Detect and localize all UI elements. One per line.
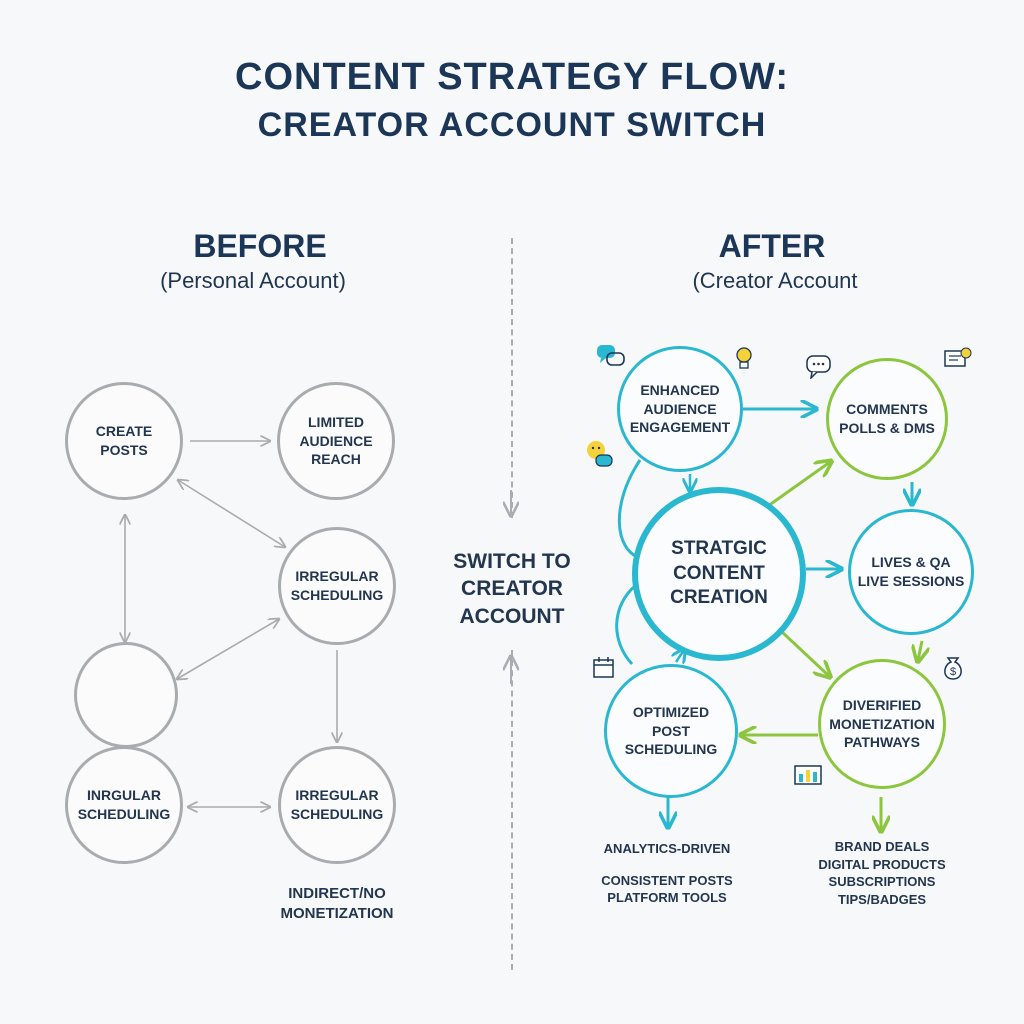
node-text: ENHANCED: [640, 381, 720, 398]
note-line: SUBSCRIPTIONS: [828, 874, 936, 890]
after-heading: AFTER: [718, 228, 826, 264]
node-lives-qa: LIVES & QA LIVE SESSIONS: [848, 509, 974, 635]
after-analytics-note: ANALYTICS-DRIVEN CONSISTENT POSTS PLATFO…: [592, 840, 742, 907]
svg-text:$: $: [950, 666, 956, 678]
node-text: CONTENT: [673, 562, 765, 584]
node-text: AUDIENCE: [643, 400, 717, 417]
node-text: SCHEDULING: [77, 806, 171, 822]
calendar-icon: [593, 657, 614, 678]
node-limited-reach: LIMITED AUDIENCE REACH: [277, 382, 395, 500]
node-text: DIVERIFIED: [842, 696, 922, 713]
title-line-1: CONTENT STRATEGY FLOW:: [235, 56, 789, 98]
node-text: STRATGIC: [671, 537, 767, 559]
note-line: INDIRECT/NO: [288, 885, 386, 902]
after-revenue-note: BRAND DEALS DIGITAL PRODUCTS SUBSCRIPTIO…: [810, 838, 954, 908]
arrow-strategic-to-monetization: [780, 630, 829, 676]
switch-line: CREATOR: [461, 577, 563, 601]
node-blank: [74, 642, 178, 748]
node-text: POLLS & DMS: [839, 420, 935, 436]
loop-engagement-left: [617, 459, 642, 560]
title-line-2: CREATOR ACCOUNT SWITCH: [257, 106, 767, 144]
node-text: OPTIMIZED: [632, 703, 710, 720]
node-text: LIVE SESSIONS: [857, 573, 965, 589]
certificate-icon: [944, 347, 972, 367]
lightbulb-icon: [736, 347, 752, 369]
node-text: IRREGULAR: [295, 787, 379, 804]
node-text: CREATION: [670, 587, 768, 609]
before-subheading: (Personal Account): [160, 268, 346, 293]
node-strategic-content: STRATGIC CONTENT CREATION: [632, 487, 806, 661]
node-text: POST SCHEDULING: [624, 722, 718, 758]
node-create-posts: CREATE POSTS: [65, 382, 183, 500]
node-irregular-scheduling-1: IRREGULAR SCHEDULING: [278, 527, 396, 645]
note-line: PLATFORM TOOLS: [607, 890, 727, 906]
switch-label: SWITCH TO CREATOR ACCOUNT: [432, 548, 592, 630]
node-enhanced-engagement: ENHANCED AUDIENCE ENGAGEMENT: [617, 346, 743, 472]
node-optimized-scheduling: OPTIMIZED POST SCHEDULING: [604, 664, 738, 798]
node-irregular-scheduling-2: INRGULAR SCHEDULING: [65, 746, 183, 864]
speech-bubble-icon: [806, 355, 831, 379]
node-text: LIMITED: [308, 413, 364, 430]
node-text: COMMENTS: [846, 401, 928, 418]
switch-line: SWITCH TO: [453, 550, 571, 573]
note-line: BRAND DEALS: [834, 839, 930, 854]
arrow-strategic-to-comments: [767, 462, 830, 508]
node-irregular-scheduling-3: IRREGULAR SCHEDULING: [278, 746, 396, 864]
note-line: MONETIZATION: [280, 904, 394, 922]
before-heading: BEFORE: [193, 228, 327, 264]
node-comments-polls: COMMENTS POLLS & DMS: [826, 358, 948, 480]
node-diversified-monetization: DIVERIFIED MONETIZATION PATHWAYS: [818, 659, 946, 789]
node-text: INRGULAR: [87, 787, 161, 804]
note-line: CONSISTENT POSTS: [601, 872, 733, 888]
node-text: REACH: [311, 451, 361, 468]
node-text: PATHWAYS: [844, 734, 920, 751]
loop-scheduling-left: [615, 583, 637, 666]
money-bag-icon: $: [944, 657, 962, 680]
node-text: IRREGULAR: [295, 568, 379, 585]
node-text: AUDIENCE: [299, 432, 373, 449]
node-text: ENGAGEMENT: [629, 419, 731, 436]
arrow-lives-to-monetization: [918, 640, 922, 660]
emoji-chat-icon: [587, 441, 613, 467]
node-text: LIVES & QA: [871, 554, 951, 571]
note-line: ANALYTICS-DRIVEN: [603, 841, 731, 856]
before-monetization-note: INDIRECT/NO MONETIZATION: [262, 884, 412, 923]
node-text: MONETIZATION: [829, 715, 935, 732]
divider-bottom: [511, 650, 513, 970]
divider-top: [511, 238, 513, 518]
arrow-create-irregular: [178, 480, 285, 547]
chat-bubbles-icon: [597, 345, 625, 366]
note-line: DIGITAL PRODUCTS: [818, 856, 946, 872]
note-line: TIPS/BADGES: [837, 891, 927, 907]
analytics-board-icon: [794, 765, 822, 785]
arrow-irregular-blank: [177, 619, 279, 679]
node-text: CREATE: [95, 423, 153, 440]
switch-line: ACCOUNT: [459, 604, 565, 628]
note-line: [592, 858, 742, 872]
node-text: POSTS: [100, 442, 148, 458]
node-text: SCHEDULING: [290, 587, 384, 603]
after-subheading: (Creator Account: [692, 268, 858, 293]
node-text: SCHEDULING: [290, 806, 384, 822]
